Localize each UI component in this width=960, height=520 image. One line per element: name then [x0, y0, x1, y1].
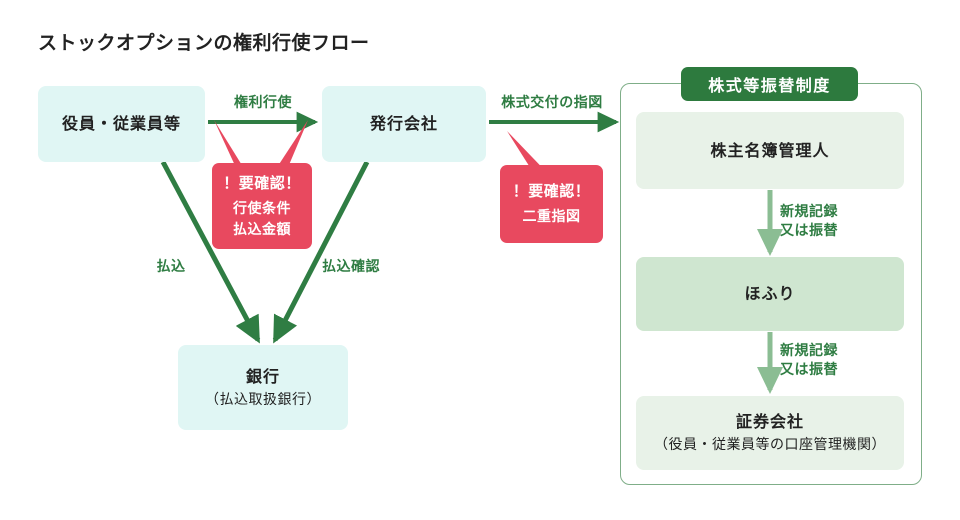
edge-label-payment-confirm: 払込確認	[322, 259, 380, 275]
callout-exercise-line-2: 払込金額	[233, 221, 291, 238]
page-title: ストックオプションの権利行使フロー	[38, 32, 370, 54]
node-bank-sublabel: （払込取扱銀行）	[205, 391, 321, 408]
group-transfer-system-title: 株式等振替制度	[681, 67, 858, 101]
node-broker-sublabel: （役員・従業員等の口座管理機関）	[654, 437, 886, 454]
node-broker[interactable]: 証券会社 （役員・従業員等の口座管理機関）	[636, 396, 904, 470]
node-hofuri-label: ほふり	[744, 284, 796, 304]
arrow-payment	[160, 160, 261, 344]
arrow-payment-confirm	[272, 160, 370, 344]
node-registrar-label: 株主名簿管理人	[710, 140, 830, 160]
node-issuer[interactable]: 発行会社	[322, 86, 486, 162]
node-hofuri[interactable]: ほふり	[636, 257, 904, 331]
node-holder-label: 役員・従業員等	[61, 114, 181, 134]
node-holder[interactable]: 役員・従業員等	[38, 86, 205, 162]
edge-label-record-transfer-1: 新規記録 又は振替	[780, 204, 838, 239]
edge-label-payment: 払込	[156, 259, 186, 275]
callout-double-instruction-heading: ！要確認！	[512, 182, 591, 201]
node-bank[interactable]: 銀行 （払込取扱銀行）	[178, 345, 348, 430]
callout-double-instruction-check[interactable]: ！要確認！ 二重指図	[500, 165, 603, 243]
group-title-label: 株式等振替制度	[708, 76, 831, 95]
edge-label-share-delivery: 株式交付の指図	[501, 95, 603, 111]
node-broker-label: 証券会社	[735, 412, 804, 432]
callout-double-instruction-line-1: 二重指図	[522, 209, 581, 226]
callout-exercise-heading: ！要確認！	[223, 174, 301, 193]
node-bank-label: 銀行	[245, 366, 280, 386]
edge-label-exercise: 権利行使	[234, 95, 292, 111]
node-issuer-label: 発行会社	[369, 114, 438, 134]
edge-label-record-transfer-2: 新規記録 又は振替	[780, 343, 838, 378]
callout-exercise-check[interactable]: ！要確認！ 行使条件 払込金額	[212, 163, 312, 249]
node-registrar[interactable]: 株主名簿管理人	[636, 112, 904, 189]
callout-exercise-line-1: 行使条件	[233, 201, 291, 218]
